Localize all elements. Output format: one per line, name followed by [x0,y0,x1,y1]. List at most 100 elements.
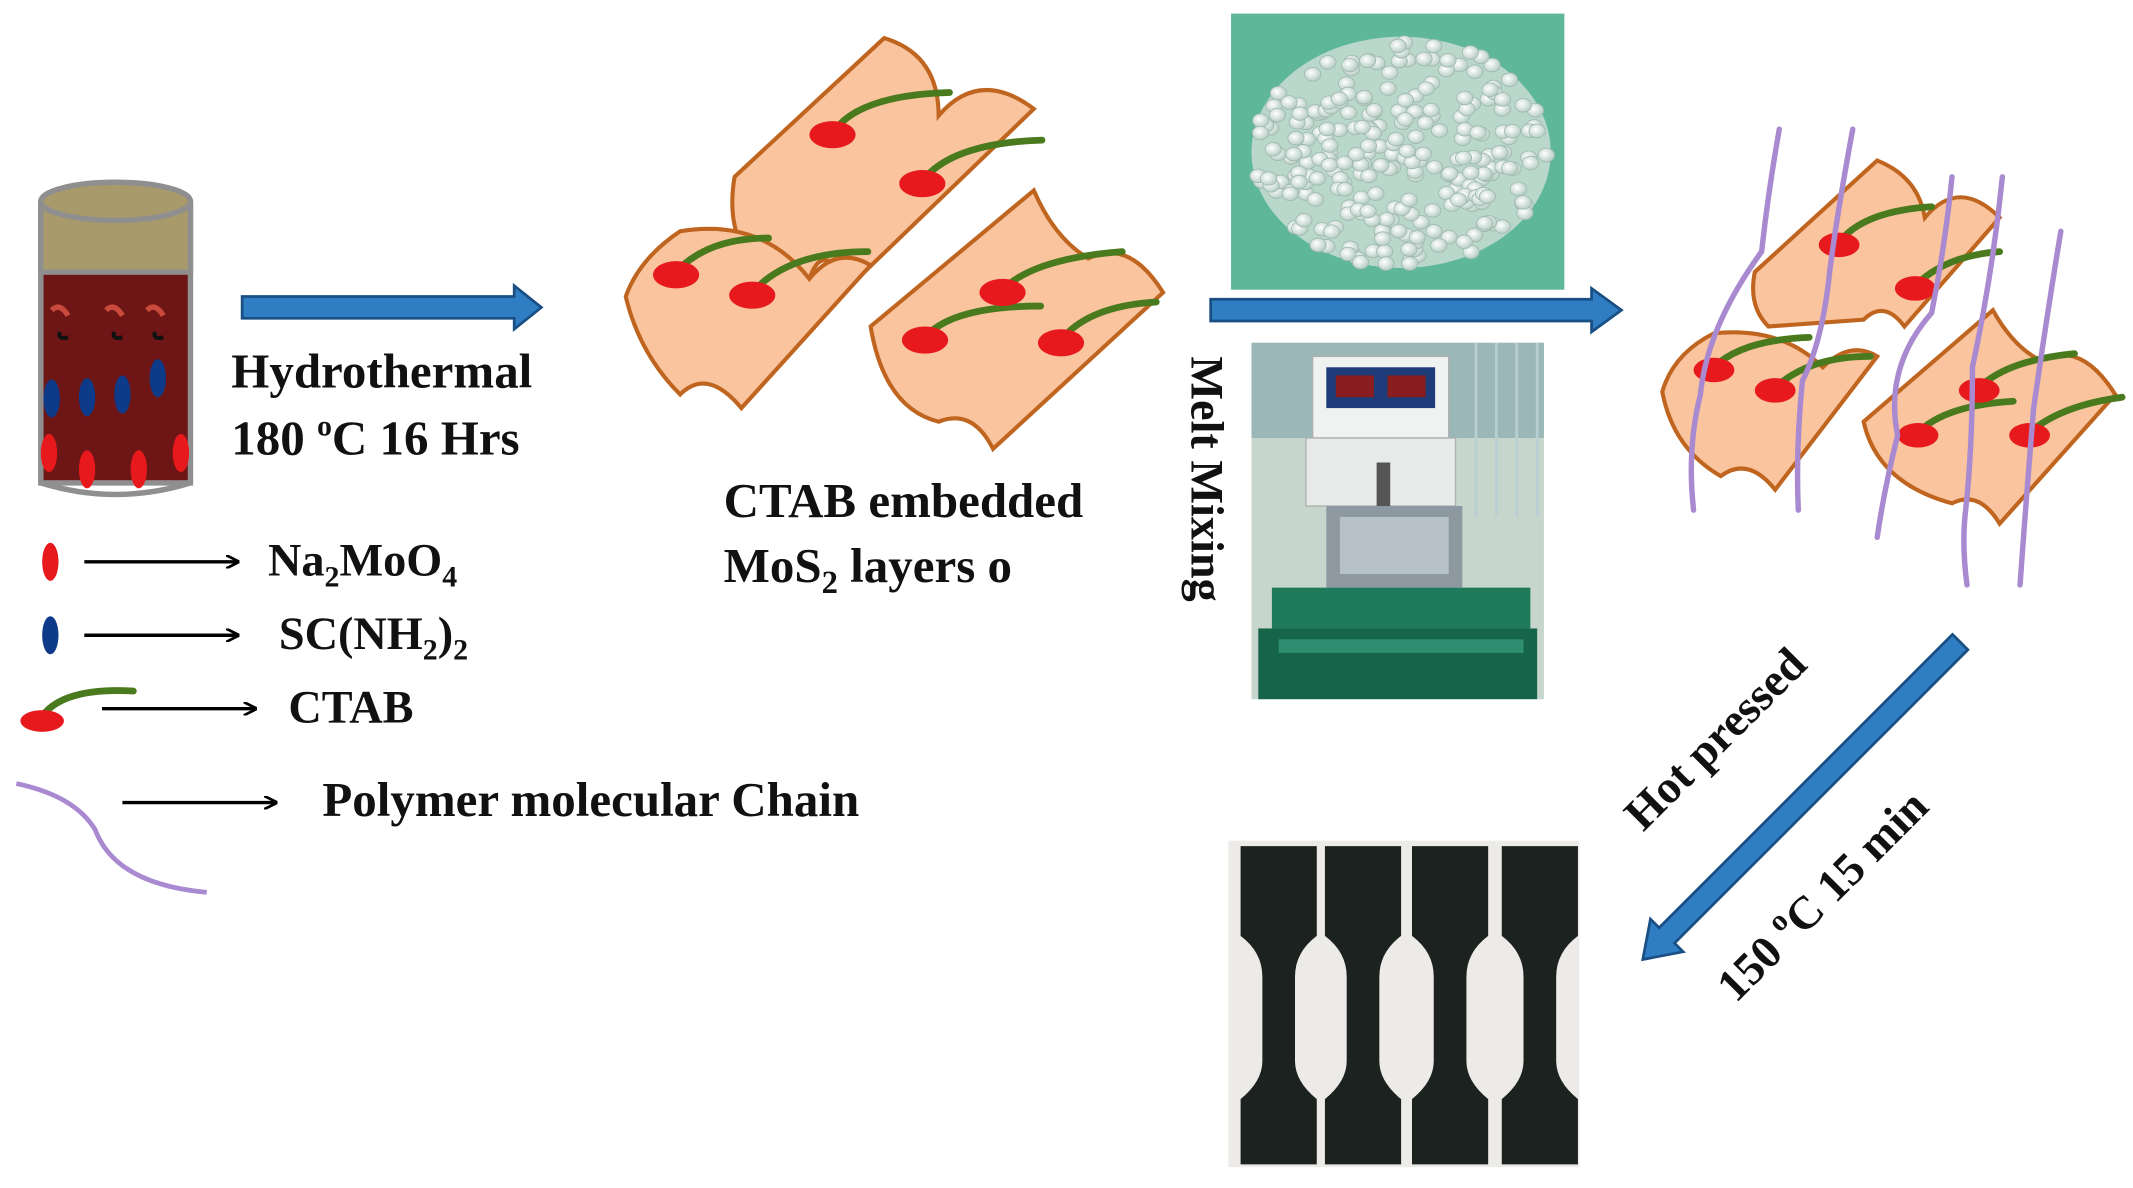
pellet [1500,160,1519,176]
pellet [1340,105,1358,120]
pellet [1466,64,1484,79]
pellet [1304,67,1322,82]
pellet [1416,115,1435,131]
pellet [1264,142,1282,157]
pellet [1396,112,1414,127]
legend: Na2MoO4 SC(NH2)2 CTAB Polymer molecular … [15,535,859,895]
svg-text:SC(NH2)2: SC(NH2)2 [279,609,468,667]
pellet [1323,224,1341,239]
pellet [1476,216,1494,231]
pellet [1491,145,1509,160]
pellet [1308,171,1326,186]
autoclave-vial [38,179,194,498]
nanocomposite-structure [1660,126,2126,588]
dogbone-specimen [1411,846,1489,1165]
pellet [1353,119,1371,135]
pellet [1355,89,1373,105]
pellet [1291,106,1309,121]
pellet [1318,121,1336,137]
pellet [1422,102,1440,118]
pellet [1319,55,1337,70]
pellet [1522,155,1540,171]
pellet [1415,51,1433,67]
dogbone-specimen [1324,846,1402,1165]
pellet [1339,246,1357,262]
pellet [1377,256,1395,271]
pellet [1347,147,1365,162]
pellet [1389,38,1407,54]
pellet [1372,158,1390,173]
pellet [1396,93,1415,108]
pellet [1430,238,1448,253]
pellet [1509,181,1528,197]
pellet [1401,256,1419,271]
mos2-caption-line1: CTAB embedded [724,473,1084,528]
pellet [1252,125,1270,141]
pellet [1455,234,1473,249]
pellet [1374,231,1392,246]
step1-line2: 180 oC 16 Hrs [231,409,519,465]
vial-ctab-marks [49,304,166,341]
pellet [1387,131,1405,147]
pellet [1359,53,1377,69]
pellet [1414,146,1432,162]
pellet [1469,125,1487,140]
step1-line1: Hydrothermal [231,344,532,399]
pellet [1367,186,1385,201]
pellet [1378,212,1396,227]
pellet [1481,82,1499,97]
pellet [1494,92,1512,107]
pellet [1425,159,1444,175]
pellet [1425,224,1443,239]
pellet [1478,189,1497,204]
pellet [1400,192,1418,208]
pellet [1425,38,1443,54]
arrow-melt-mixing [1209,285,1624,335]
pellet [1320,157,1338,173]
arrow-hydrothermal [240,282,544,333]
pellet [1252,113,1270,128]
pellet [1514,195,1532,210]
mos2-caption-line2: MoS2 layers o [724,538,1012,601]
pellet [1352,190,1370,205]
legend-ctab: CTAB [20,682,413,733]
pellet [1462,165,1480,180]
pellet [1360,168,1378,184]
pellet [1500,72,1519,87]
pellet [1400,242,1418,257]
legend-thiourea: SC(NH2)2 [42,609,468,667]
pellet [1461,45,1479,60]
svg-text:Polymer molecular Chain: Polymer molecular Chain [322,772,859,827]
melt-mixing-label: Melt Mixing [1181,356,1232,601]
arrow-hot-pressed [1641,632,1970,962]
pellet [1336,182,1354,197]
pellet [1441,166,1459,181]
polymer-pellets-photo [1231,13,1565,290]
pellet [1528,123,1546,139]
pellet [1281,186,1299,201]
svg-text:CTAB: CTAB [288,682,413,733]
pellet [1309,237,1327,253]
pellet [1330,91,1348,106]
pellet [1260,171,1278,186]
pellet [1352,254,1370,270]
legend-na2moo4: Na2MoO4 [42,535,457,593]
pellet [1454,150,1473,166]
pellet [1290,174,1308,190]
vial-molybdate-dots [40,433,190,489]
pellet [1287,130,1305,146]
pellet [1376,244,1394,259]
pellet [1503,123,1522,139]
pellet [1390,223,1408,239]
dogbone-specimen [1240,846,1317,1165]
pellet [1483,57,1501,73]
pellet [1537,147,1555,163]
pellet [1306,192,1324,207]
vial-thiourea-dots [43,359,166,418]
pellet [1398,143,1416,159]
pellet [1381,65,1399,80]
pellet [1449,192,1468,208]
hot-pressed-line2: 150 oC 15 min [1704,777,1939,1012]
